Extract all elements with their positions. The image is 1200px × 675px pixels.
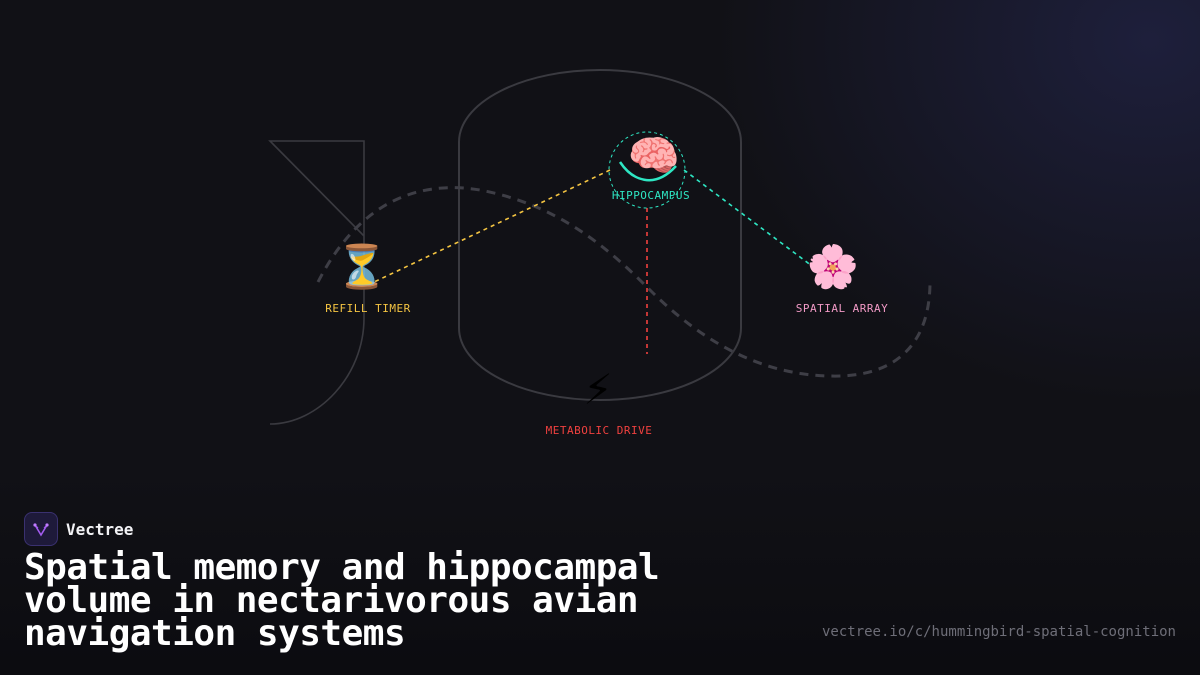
refill-timer-label: REFILL TIMER <box>325 302 411 315</box>
link-hippocampus-refill-timer <box>371 169 611 284</box>
brain-icon: 🧠 <box>627 131 681 180</box>
vectree-logo-icon <box>24 512 58 546</box>
metabolic-drive-label: METABOLIC DRIVE <box>545 424 653 437</box>
hippocampus-node-ring <box>608 131 686 209</box>
feeder-body-outline <box>458 69 742 401</box>
flower-icon: 🌸 <box>806 242 860 291</box>
hippocampus-label: HIPPOCAMPUS <box>611 189 691 202</box>
brand[interactable]: Vectree <box>24 512 133 546</box>
hourglass-icon: ⏳ <box>335 242 389 291</box>
flight-path <box>316 186 932 378</box>
source-url[interactable]: vectree.io/c/hummingbird-spatial-cogniti… <box>821 624 1176 640</box>
page-title: Spatial memory and hippocampal volume in… <box>24 547 660 654</box>
brand-name: Vectree <box>66 519 134 539</box>
link-hippocampus-spatial-array <box>683 169 813 267</box>
spatial-array-label: SPATIAL ARRAY <box>795 302 889 315</box>
beak-outline <box>268 140 365 425</box>
lightning-icon: ⚡ <box>583 365 613 414</box>
hippocampus-curve <box>618 161 677 182</box>
